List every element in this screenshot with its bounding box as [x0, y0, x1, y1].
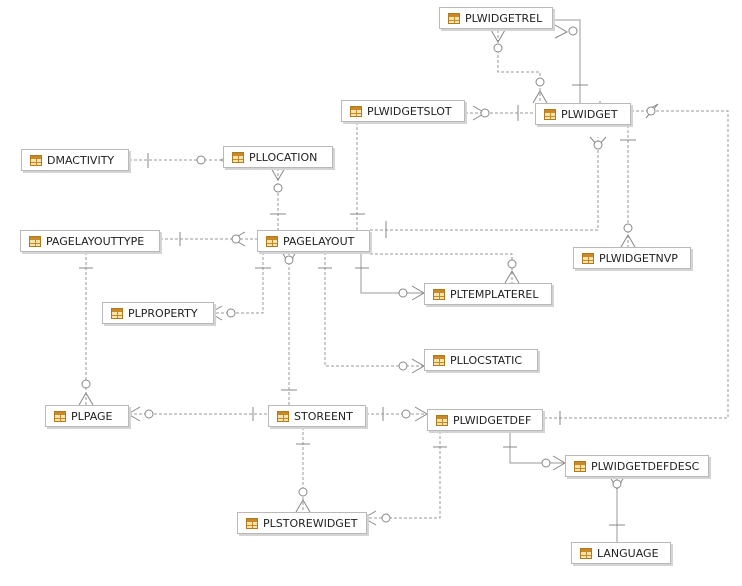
optional-marker	[480, 108, 490, 118]
table-icon	[580, 547, 592, 559]
entity-label: STOREENT	[294, 409, 353, 423]
entity-plwidgetdefdesc[interactable]: PLWIDGETDEFDESC	[565, 455, 709, 477]
entity-plstorewidget[interactable]: PLSTOREWIDGET	[237, 512, 367, 534]
many-marker	[295, 499, 311, 513]
entity-label: PAGELAYOUTTYPE	[46, 234, 145, 248]
many-marker	[270, 167, 286, 181]
entity-plwidgetnvp[interactable]: PLWIDGETNVP	[573, 247, 691, 269]
relationship-line	[360, 252, 424, 294]
optional-marker	[398, 361, 408, 371]
table-icon	[448, 12, 460, 24]
many-marker	[532, 90, 548, 104]
table-icon	[277, 410, 289, 422]
entity-label: PLWIDGETNVP	[599, 251, 678, 265]
optional-marker	[231, 234, 241, 244]
table-icon	[54, 410, 66, 422]
table-icon	[29, 235, 41, 247]
optional-marker	[226, 308, 236, 318]
table-icon	[433, 288, 445, 300]
relationship-line	[367, 431, 441, 519]
many-marker	[78, 392, 94, 406]
optional-marker	[81, 379, 91, 389]
entity-label: PLSTOREWIDGET	[263, 516, 358, 530]
entity-plproperty[interactable]: PLPROPERTY	[102, 302, 214, 324]
entity-storeent[interactable]: STOREENT	[268, 405, 366, 427]
many-marker	[609, 476, 625, 490]
relationship-line	[324, 252, 424, 367]
optional-marker	[144, 409, 154, 419]
entity-label: PLWIDGETDEFDESC	[591, 459, 700, 473]
optional-marker	[298, 487, 308, 497]
table-icon	[246, 517, 258, 529]
optional-marker	[381, 513, 391, 523]
entity-label: PAGELAYOUT	[283, 234, 355, 248]
entity-pllocation[interactable]: PLLOCATION	[223, 146, 333, 168]
table-icon	[436, 414, 448, 426]
entity-pllocstatic[interactable]: PLLOCSTATIC	[424, 349, 538, 371]
entity-plpage[interactable]: PLPAGE	[45, 405, 129, 427]
entity-plwidget[interactable]: PLWIDGET	[535, 103, 631, 125]
entity-plwidgetslot[interactable]: PLWIDGETSLOT	[341, 100, 465, 122]
entity-pltemplaterel[interactable]: PLTEMPLATEREL	[424, 283, 552, 305]
table-icon	[350, 105, 362, 117]
relationship-line	[543, 110, 729, 419]
table-icon	[30, 154, 42, 166]
optional-marker	[273, 183, 283, 193]
entity-label: PLLOCSTATIC	[450, 353, 522, 367]
optional-marker	[646, 106, 656, 116]
optional-marker	[493, 43, 503, 53]
entity-label: PLWIDGETREL	[465, 11, 543, 25]
relationship-line	[497, 30, 541, 103]
optional-marker	[593, 140, 603, 150]
table-icon	[544, 108, 556, 120]
many-marker	[620, 234, 636, 248]
many-marker	[554, 24, 569, 39]
many-marker	[504, 270, 520, 284]
entity-plwidgetrel[interactable]: PLWIDGETREL	[439, 7, 553, 29]
entity-plwidgetdef[interactable]: PLWIDGETDEF	[427, 409, 543, 431]
optional-marker	[623, 223, 633, 233]
entity-pagelayouttype[interactable]: PAGELAYOUTTYPE	[20, 230, 160, 252]
relationship-line	[553, 19, 581, 103]
optional-marker	[535, 77, 545, 87]
optional-marker	[284, 255, 294, 265]
entity-label: PLWIDGETSLOT	[367, 104, 452, 118]
entity-dmactivity[interactable]: DMACTIVITY	[21, 149, 129, 171]
table-icon	[574, 460, 586, 472]
entity-label: PLPROPERTY	[128, 306, 198, 320]
table-icon	[266, 235, 278, 247]
optional-marker	[568, 26, 578, 36]
table-icon	[232, 151, 244, 163]
entity-label: PLPAGE	[71, 409, 113, 423]
entity-label: PLTEMPLATEREL	[450, 287, 539, 301]
entity-label: PLWIDGET	[561, 107, 618, 121]
optional-marker	[612, 479, 622, 489]
relationship-line	[370, 253, 513, 283]
optional-marker	[541, 458, 551, 468]
entity-label: LANGUAGE	[597, 546, 659, 560]
relationship-line	[214, 252, 264, 314]
relationship-line	[370, 137, 599, 231]
entity-language[interactable]: LANGUAGE	[571, 542, 671, 564]
entity-pagelayout[interactable]: PAGELAYOUT	[257, 230, 370, 252]
entity-label: DMACTIVITY	[47, 153, 115, 167]
table-icon	[433, 354, 445, 366]
optional-marker	[507, 259, 517, 269]
optional-marker	[398, 288, 408, 298]
optional-marker	[401, 409, 411, 419]
entity-label: PLWIDGETDEF	[453, 413, 532, 427]
table-icon	[582, 252, 594, 264]
table-icon	[111, 307, 123, 319]
entity-label: PLLOCATION	[249, 150, 318, 164]
optional-marker	[196, 155, 206, 165]
many-marker	[490, 29, 506, 43]
